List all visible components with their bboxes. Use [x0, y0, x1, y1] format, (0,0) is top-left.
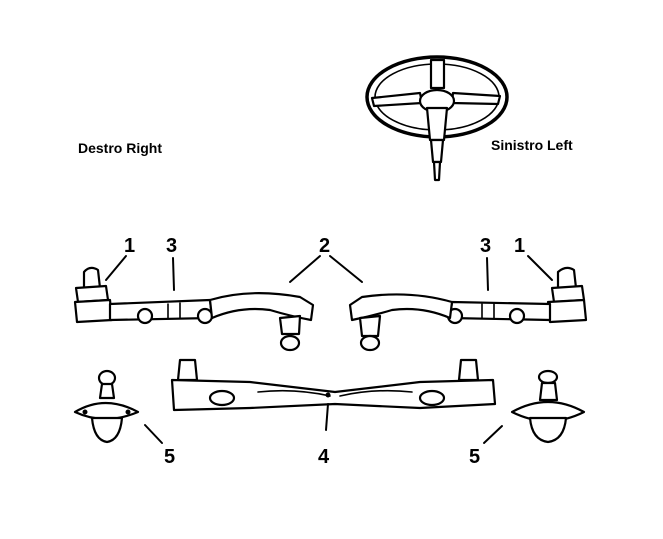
- callout-3-left: 3: [480, 235, 491, 257]
- callout-2: 2: [319, 235, 330, 257]
- callout-3-right: 3: [166, 235, 177, 257]
- callout-5-left: 5: [469, 446, 480, 468]
- left-side-label: Sinistro Left: [491, 137, 573, 153]
- center-link: [170, 358, 497, 412]
- left-tie-rod-assembly: [348, 266, 588, 352]
- callout-5-right: 5: [164, 446, 175, 468]
- leader-lines: [105, 255, 553, 444]
- callout-1-right: 1: [124, 235, 135, 257]
- idler-joint-right: [73, 369, 140, 444]
- steering-wheel-illustration: [365, 55, 509, 182]
- right-tie-rod-assembly: [73, 266, 315, 352]
- idler-joint-left: [510, 369, 586, 444]
- callout-1-left: 1: [514, 235, 525, 257]
- callout-4: 4: [318, 446, 330, 468]
- right-side-label: Destro Right: [78, 140, 162, 156]
